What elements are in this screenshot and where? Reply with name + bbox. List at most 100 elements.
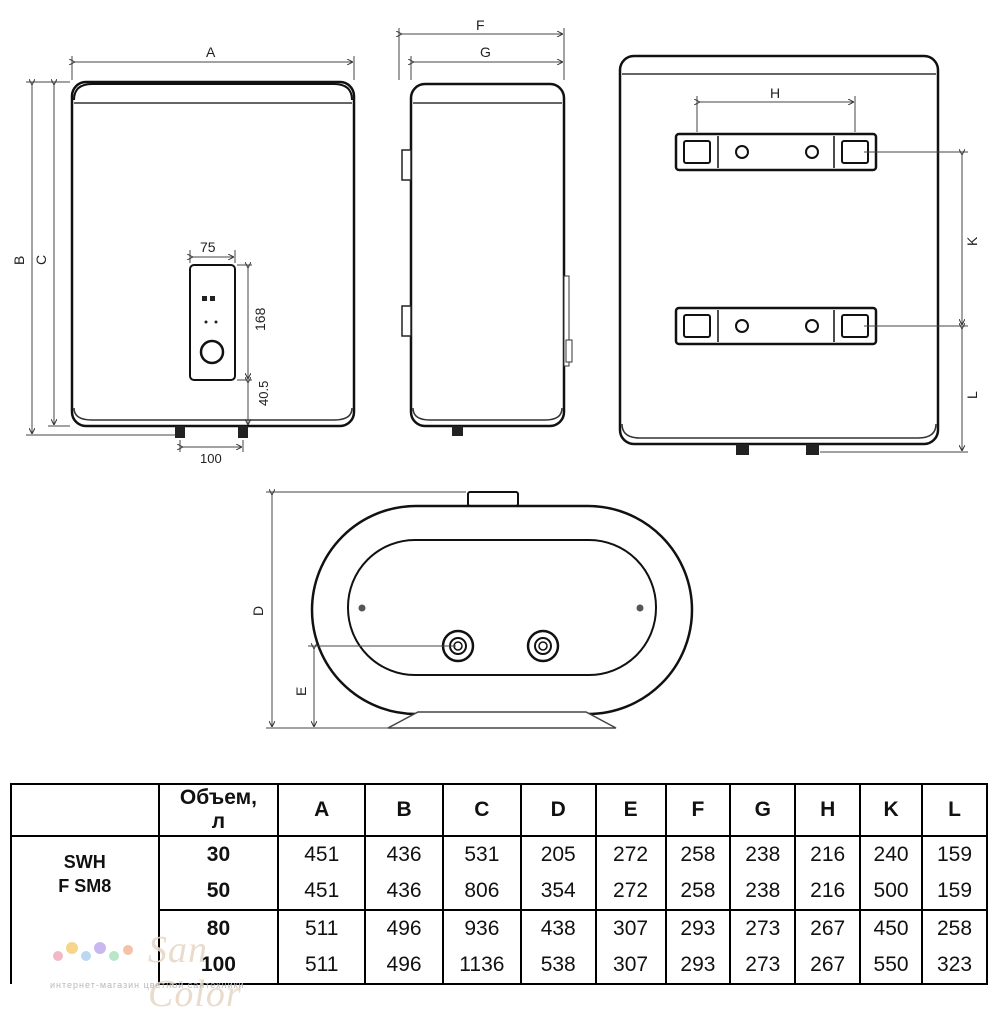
bottom-view: D E [250, 491, 694, 729]
table-cell: 451 [277, 835, 367, 873]
table-cell: 293 [664, 909, 732, 947]
table-row: 50 451 436 806 354 272 258 238 216 500 1… [11, 873, 988, 911]
pipe-left [175, 426, 185, 438]
table-cell: 436 [364, 835, 444, 873]
wm-dot [94, 942, 106, 954]
dim-label-panel-width: 75 [200, 239, 216, 255]
column-header: L [921, 783, 988, 837]
table-cell: 1136 [441, 947, 522, 985]
column-header: D [519, 783, 597, 837]
volume-cell: 80 [157, 909, 280, 947]
bracket-bottom [401, 305, 412, 337]
table-cell: 238 [729, 873, 797, 911]
table-cell: 307 [594, 909, 667, 947]
table-cell: 159 [921, 835, 988, 873]
table-cell: 323 [921, 947, 988, 985]
outlet-left-icon [441, 629, 475, 663]
thermostat-knob-icon [199, 339, 225, 365]
column-header: A [277, 783, 367, 837]
top-connector [467, 491, 519, 507]
volume-cell: 100 [157, 947, 280, 985]
dim-label-c: C [33, 255, 49, 265]
table-cell: 240 [859, 835, 924, 873]
back-body [618, 54, 940, 446]
table-cell: 550 [859, 947, 924, 985]
dim-label-h: H [770, 85, 780, 101]
wm-dot [123, 945, 133, 955]
column-header: B [364, 783, 444, 837]
table-cell: 159 [921, 873, 988, 911]
column-header: E [594, 783, 667, 837]
table-cell: 267 [794, 947, 862, 985]
dim-label-k: K [964, 236, 980, 246]
wm-dot [81, 951, 91, 961]
table-cell: 450 [859, 909, 924, 947]
table-cell: 216 [794, 835, 862, 873]
watermark-subtitle: интернет-магазин цветной сантехники [50, 980, 245, 990]
table-row: 80 511 496 936 438 307 293 273 267 450 2… [10, 909, 988, 984]
front-top-cap [73, 83, 353, 101]
table-row: 100 511 496 1136 538 307 293 273 267 550… [11, 947, 988, 985]
outlet-right-icon [526, 629, 560, 663]
table-cell: 272 [594, 835, 667, 873]
table-header-row: Объем, л A B C D E F G H K L [10, 783, 988, 837]
bottom-stand [387, 711, 617, 729]
table-cell: 496 [364, 909, 444, 947]
table-cell: 307 [594, 947, 667, 985]
table-cell: 451 [277, 873, 367, 911]
dim-label-panel-offset: 40.5 [256, 381, 271, 406]
table-cell: 500 [859, 873, 924, 911]
dim-label-pipe-spacing: 100 [200, 451, 222, 466]
column-header: H [794, 783, 862, 837]
watermark-dots-icon [53, 942, 133, 961]
volume-header-line1: Объем, [179, 786, 257, 809]
volume-cell: 30 [157, 835, 280, 873]
model-line1: SWH [63, 851, 106, 872]
bracket-top [401, 149, 412, 181]
mounting-bracket-top [674, 132, 878, 172]
specifications-table: Объем, л A B C D E F G H K L SWH F SM8 3… [10, 783, 988, 985]
front-view: A B C 75 168 40.5 100 [11, 44, 356, 466]
dim-label-panel-height: 168 [252, 307, 268, 331]
table-cell: 258 [921, 909, 988, 947]
table-cell: 354 [519, 873, 597, 911]
dim-label-g: G [480, 44, 491, 60]
table-cell: 936 [441, 909, 522, 947]
technical-drawing: A B C 75 168 40.5 100 [11, 17, 980, 729]
model-name-cell-empty [10, 910, 160, 984]
table-cell: 238 [729, 835, 797, 873]
table-cell: 293 [664, 947, 732, 985]
table-cell: 273 [729, 947, 797, 985]
table-corner-cell [10, 783, 160, 837]
volume-header: Объем, л [157, 783, 280, 837]
watermark-brand: San Color [148, 929, 242, 1015]
table-cell: 511 [277, 947, 367, 985]
dim-label-d: D [250, 606, 266, 616]
table-cell: 436 [364, 873, 444, 911]
column-header: K [859, 783, 924, 837]
bottom-inner-panel [347, 539, 657, 676]
table-cell: 272 [594, 873, 667, 911]
wm-dot [53, 951, 63, 961]
table-cell: 496 [364, 947, 444, 985]
column-header: G [729, 783, 797, 837]
back-pipe-right [806, 444, 819, 455]
side-pipe [452, 426, 463, 436]
table-cell: 511 [277, 909, 367, 947]
table-cell: 438 [519, 909, 597, 947]
table-cell: 205 [519, 835, 597, 873]
dim-label-a: A [206, 44, 216, 60]
side-body [409, 82, 566, 428]
table-cell: 258 [664, 835, 732, 873]
table-cell: 531 [441, 835, 522, 873]
mounting-bracket-bottom [674, 306, 878, 346]
dim-label-f: F [476, 17, 485, 33]
table-cell: 216 [794, 873, 862, 911]
table-cell: 258 [664, 873, 732, 911]
table-cell: 267 [794, 909, 862, 947]
wm-dot [66, 942, 78, 954]
volume-header-line2: л [211, 810, 226, 833]
table-cell: 273 [729, 909, 797, 947]
wm-dot [109, 951, 119, 961]
watermark: San Color интернет-магазин цветной санте… [40, 928, 300, 1015]
